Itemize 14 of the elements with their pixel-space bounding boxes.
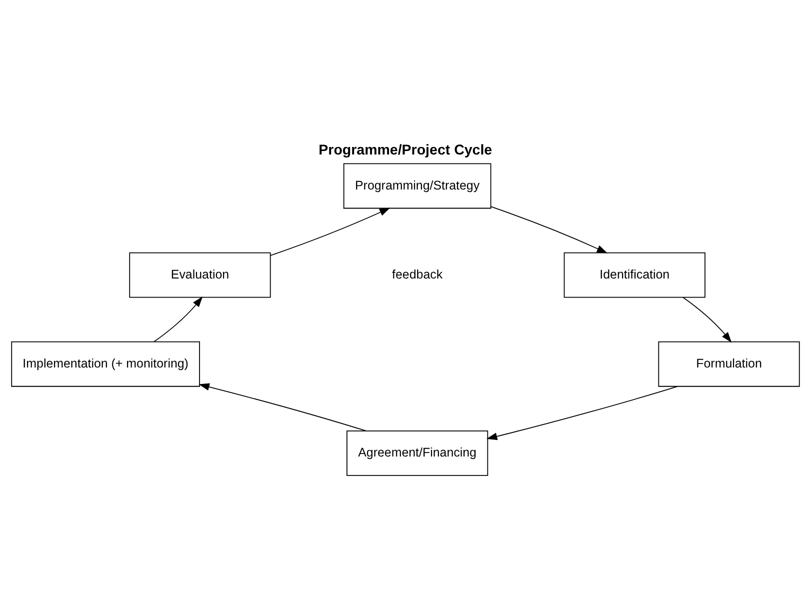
node-box: Evaluation xyxy=(129,252,271,298)
node-box: Programming/Strategy xyxy=(343,162,492,208)
node-box: Identification xyxy=(564,252,706,298)
label: feedback xyxy=(392,266,443,281)
arrow xyxy=(154,296,203,342)
diagram-title: Programme/Project Cycle xyxy=(318,142,492,158)
arrow xyxy=(198,382,366,431)
node-box: Implementation (+ monitoring) xyxy=(11,340,200,386)
arrow xyxy=(490,206,608,253)
arrow xyxy=(682,296,732,342)
node-box: Formulation xyxy=(658,340,800,386)
arrow xyxy=(486,386,678,440)
node-box: Agreement/Financing xyxy=(346,430,488,476)
arrow xyxy=(270,207,390,256)
